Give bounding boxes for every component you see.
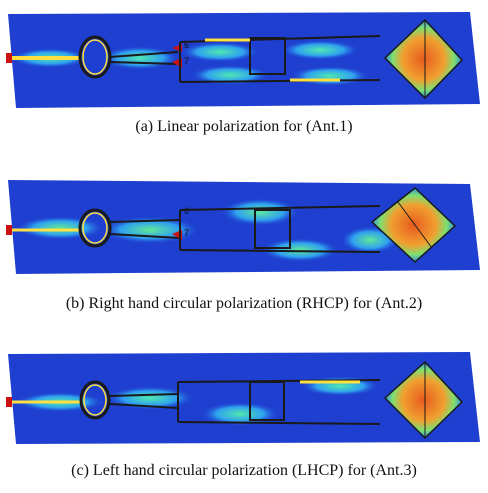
square-resonator <box>249 37 286 75</box>
diamond-patch <box>383 360 464 440</box>
caption-a: (a) Linear polarization for (Ant.1) <box>135 118 353 135</box>
port-label-7: 7 <box>184 56 189 66</box>
caption-c: (c) Left hand circular polarization (LHC… <box>71 462 417 479</box>
port-label-6: 6 <box>184 40 189 50</box>
field-simulation-a: 6 7 <box>6 12 480 108</box>
square-resonator <box>254 209 291 249</box>
feed-port <box>6 53 12 63</box>
field-simulation-b: 6 7 <box>6 180 480 274</box>
caption-b: (b) Right hand circular polarization (RH… <box>65 295 423 312</box>
loop-element <box>79 380 111 420</box>
substrate <box>8 352 480 444</box>
diamond-patch <box>383 18 464 100</box>
square-resonator <box>249 381 285 421</box>
port-label-6: 6 <box>184 206 189 216</box>
port-label-7: 7 <box>184 228 189 238</box>
feed-port <box>6 225 12 235</box>
feed-port <box>6 397 12 407</box>
loop-element <box>78 208 112 248</box>
diamond-patch <box>370 187 457 264</box>
field-simulation-c <box>6 352 480 444</box>
